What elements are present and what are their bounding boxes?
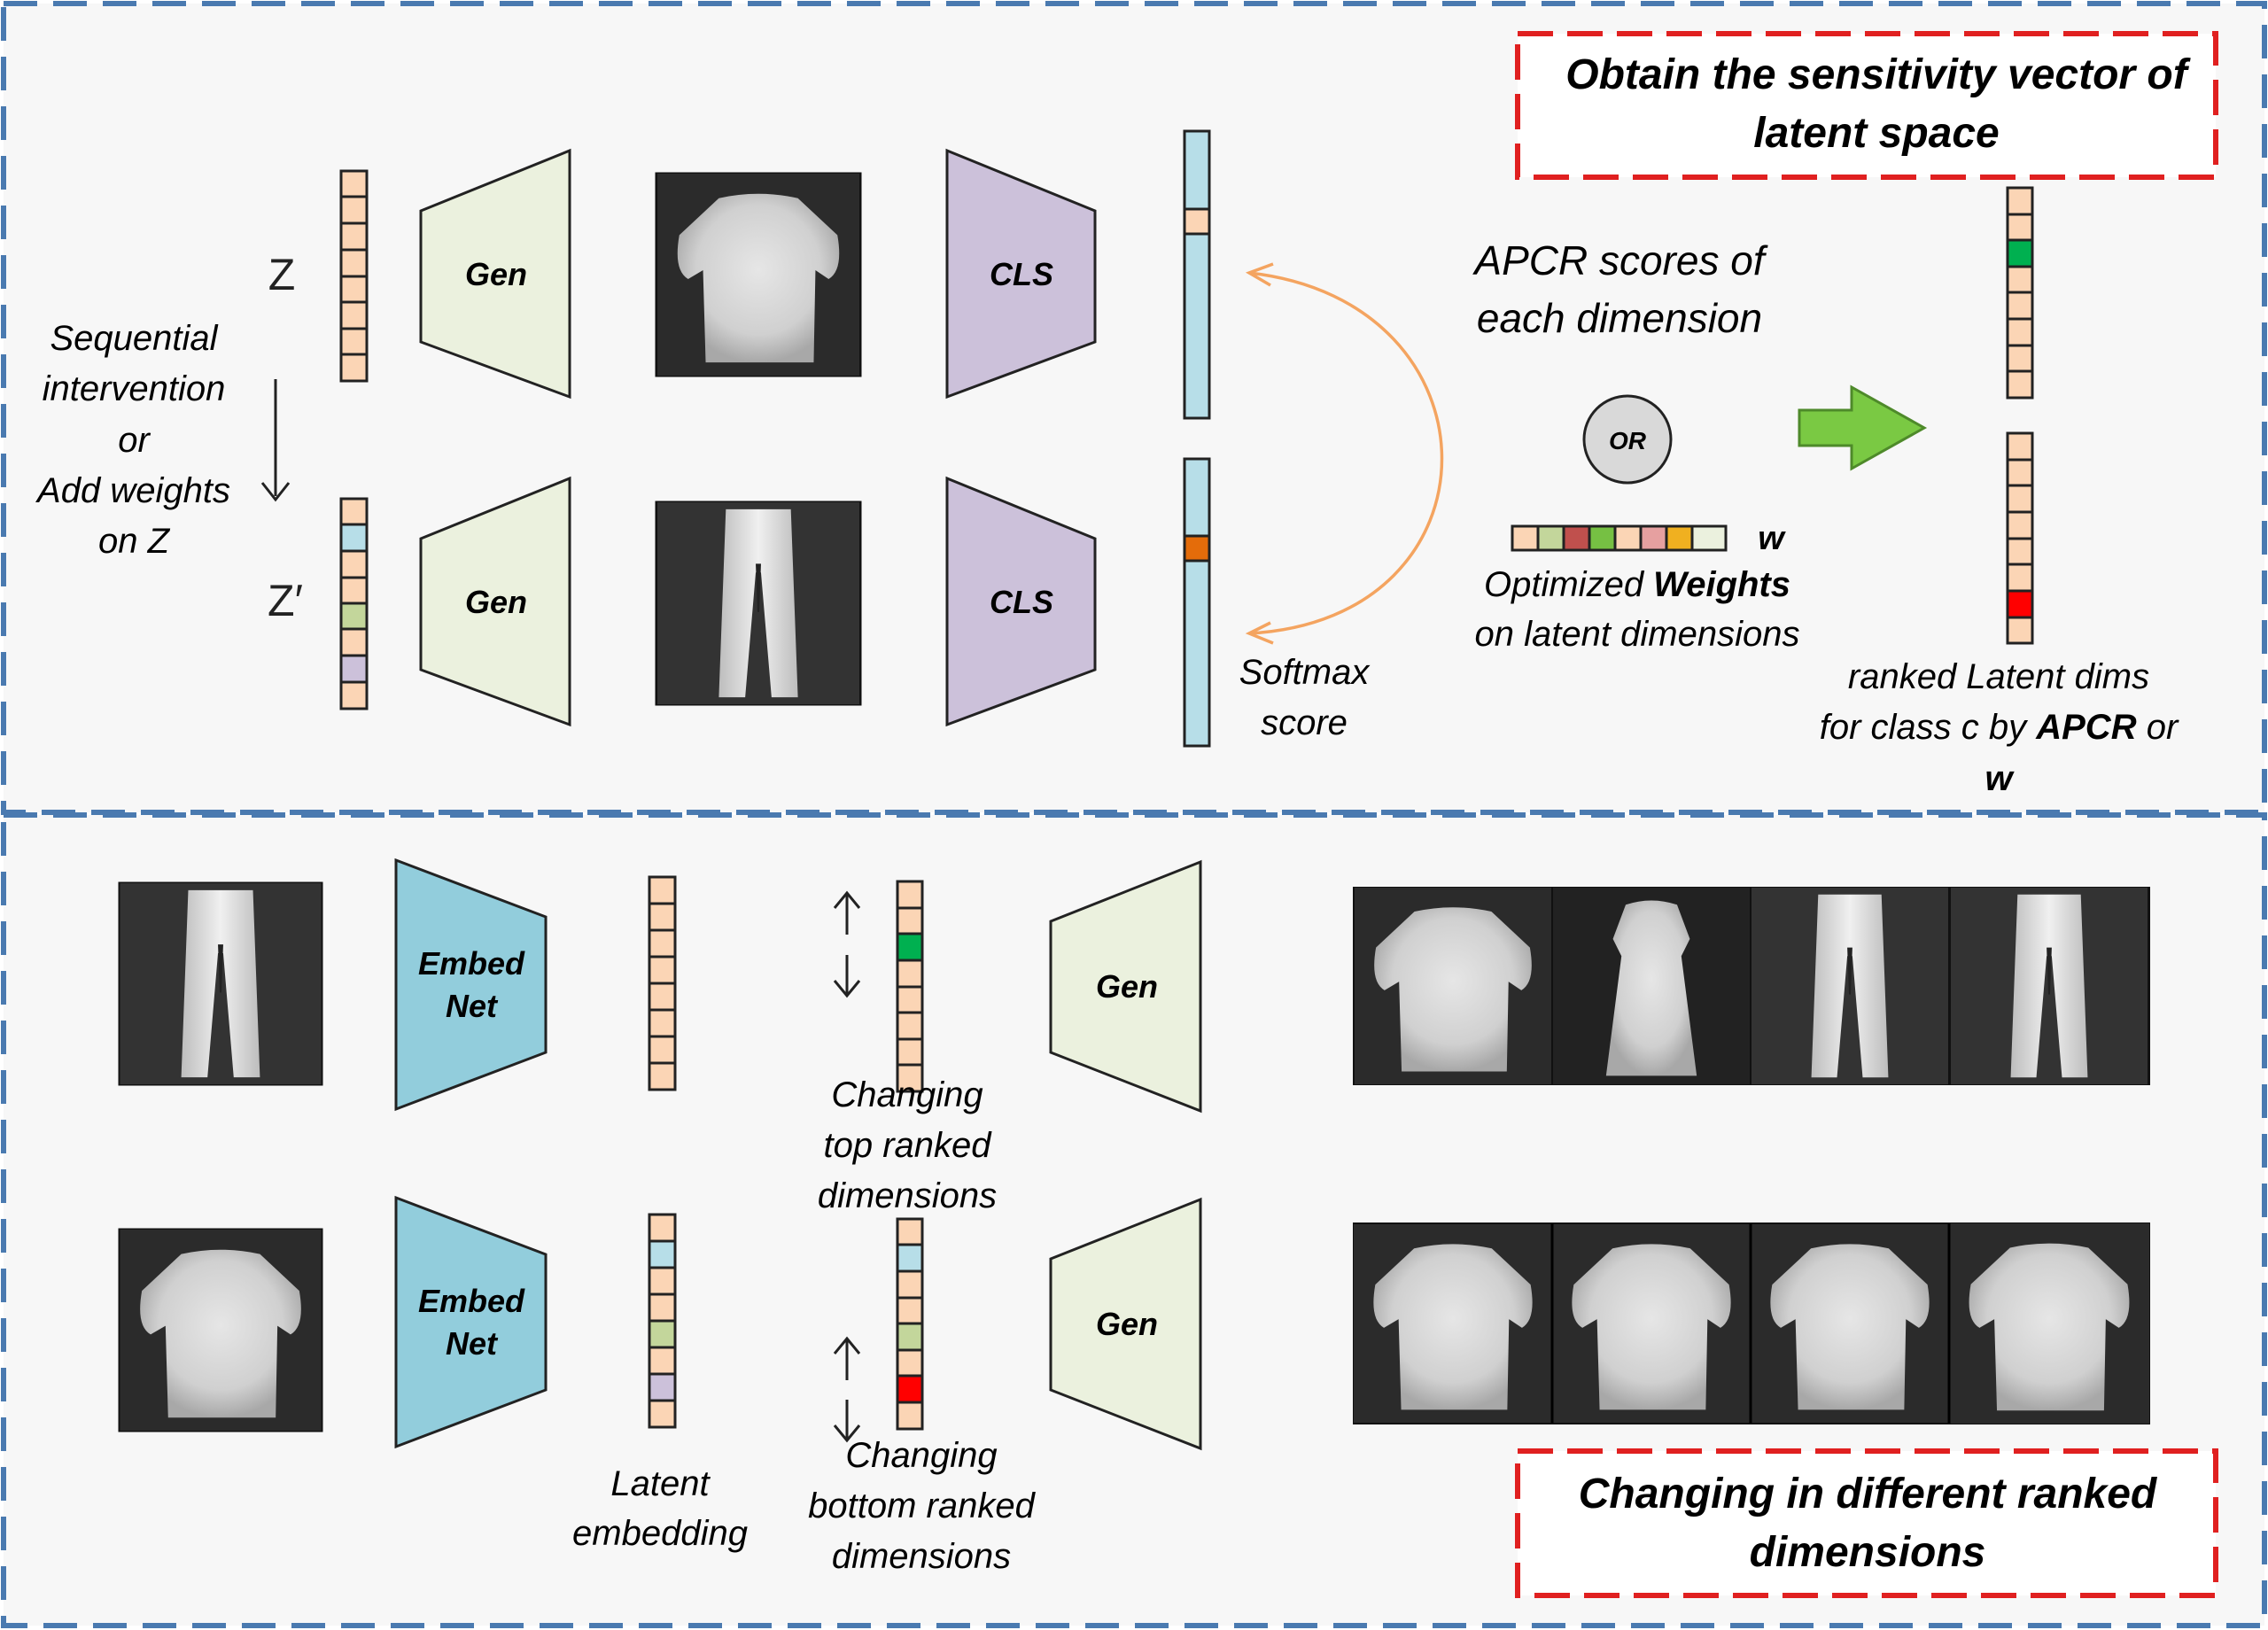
ranked-caption-2: for class c by APCR or [1820,708,2179,747]
weights-caption-1: Optimized Weights [1484,565,1790,604]
apcr-caption-2: each dimension [1477,295,1762,341]
cls-label-bottom: CLS [990,584,1053,620]
or-label: OR [1609,427,1647,454]
strip-top-dress [1553,888,1750,1084]
z-label: Z [268,250,296,299]
latent-caption-2: embedding [572,1514,748,1553]
weights-caption-2: on latent dimensions [1475,615,1800,654]
embed-label-bottom-1: Embed [418,1283,525,1319]
bottom-change-caption-1: Changing [845,1436,997,1475]
curved-arrow-head-top [1245,262,1274,287]
embed-net-bottom [394,1195,548,1449]
gen-block-bottom-panel-top [1049,859,1202,1114]
strip-top-trouser-2 [1951,888,2148,1084]
strip-top-tshirt [1355,888,1551,1084]
top-change-caption-2: top ranked [823,1126,992,1165]
embed-label-top-1: Embed [418,945,525,982]
top-change-caption-1: Changing [831,1075,983,1114]
changed-vector-bottom [896,1217,924,1431]
softmax-caption-1: Softmax [1239,653,1371,692]
footer-box [1515,1448,2218,1598]
header-line-1: Obtain the sensitivity vector of [1565,51,2191,98]
strip-top-trouser-1 [1751,888,1948,1084]
gen-label-bottom-panel-top: Gen [1096,968,1158,1005]
left-caption-2: intervention [43,369,226,408]
fashion-tshirt-image [655,172,862,377]
image-strip-top [1353,887,2150,1085]
fashion-trouser-image-input [118,881,323,1086]
fashion-tshirt-image-input [118,1228,323,1432]
cls-label-top: CLS [990,256,1053,292]
left-caption-3: or [118,421,151,460]
embed-label-top-2: Net [446,988,499,1024]
cls-output-bar-bottom [1183,457,1211,748]
embed-label-bottom-2: Net [446,1325,499,1362]
gen-block-bottom [419,476,571,727]
down-arrow-head-icon [260,482,291,502]
z-vector [339,169,369,383]
or-circle [1582,394,1673,485]
z-prime-vector [339,497,369,710]
changed-vector-top [896,880,924,1093]
gen-label-top: Gen [465,256,527,292]
latent-embedding-bottom [648,1213,677,1429]
gen-block-top [419,148,571,400]
green-right-arrow-icon [1798,384,1928,471]
curved-arrow-head-bottom [1245,621,1274,645]
strip-bottom-tshirt-1 [1354,1224,1552,1423]
strip-bottom-tshirt-2 [1552,1224,1751,1423]
z-prime-label: Z′ [268,576,303,625]
gen-label-bottom: Gen [465,584,527,620]
fashion-trouser-image [655,501,862,706]
ranked-caption-1: ranked Latent dims [1848,657,2149,696]
cls-block-top [945,148,1097,400]
header-line-2: latent space [1753,110,1999,157]
bottom-change-caption-3: dimensions [832,1537,1011,1576]
weights-vector [1511,524,1728,552]
ranked-caption-3: w [1984,759,2015,798]
cls-block-bottom [945,476,1097,727]
strip-bottom-tshirt-4 [1949,1223,2149,1424]
curved-double-arrow-icon [1248,271,1444,635]
footer-line-2: dimensions [1750,1529,1986,1576]
up-down-arrow-icon-bottom [833,1336,861,1443]
gen-block-bottom-panel-bottom [1049,1197,1202,1451]
ranked-vector-bottom [2006,431,2034,645]
header-box [1515,31,2218,180]
cls-output-bar-top [1183,129,1211,420]
ranked-vector-top [2006,186,2034,400]
latent-embedding-top [648,875,677,1091]
footer-line-1: Changing in different ranked [1579,1471,2158,1517]
image-strip-bottom [1353,1222,2150,1424]
bottom-change-caption-2: bottom ranked [808,1486,1036,1525]
strip-bottom-tshirt-3 [1751,1224,1949,1423]
embed-net-top [394,858,548,1112]
top-change-caption-3: dimensions [818,1176,997,1215]
gen-label-bottom-panel-bottom: Gen [1096,1306,1158,1342]
latent-caption-1: Latent [610,1464,711,1503]
softmax-caption-2: score [1261,703,1348,742]
left-caption-5: on Z [98,522,171,561]
left-caption-4: Add weights [35,471,230,510]
up-down-arrow-icon [833,890,861,998]
w-label: w [1758,520,1786,557]
apcr-caption-1: APCR scores of [1472,237,1767,283]
left-caption-1: Sequential [50,319,218,358]
